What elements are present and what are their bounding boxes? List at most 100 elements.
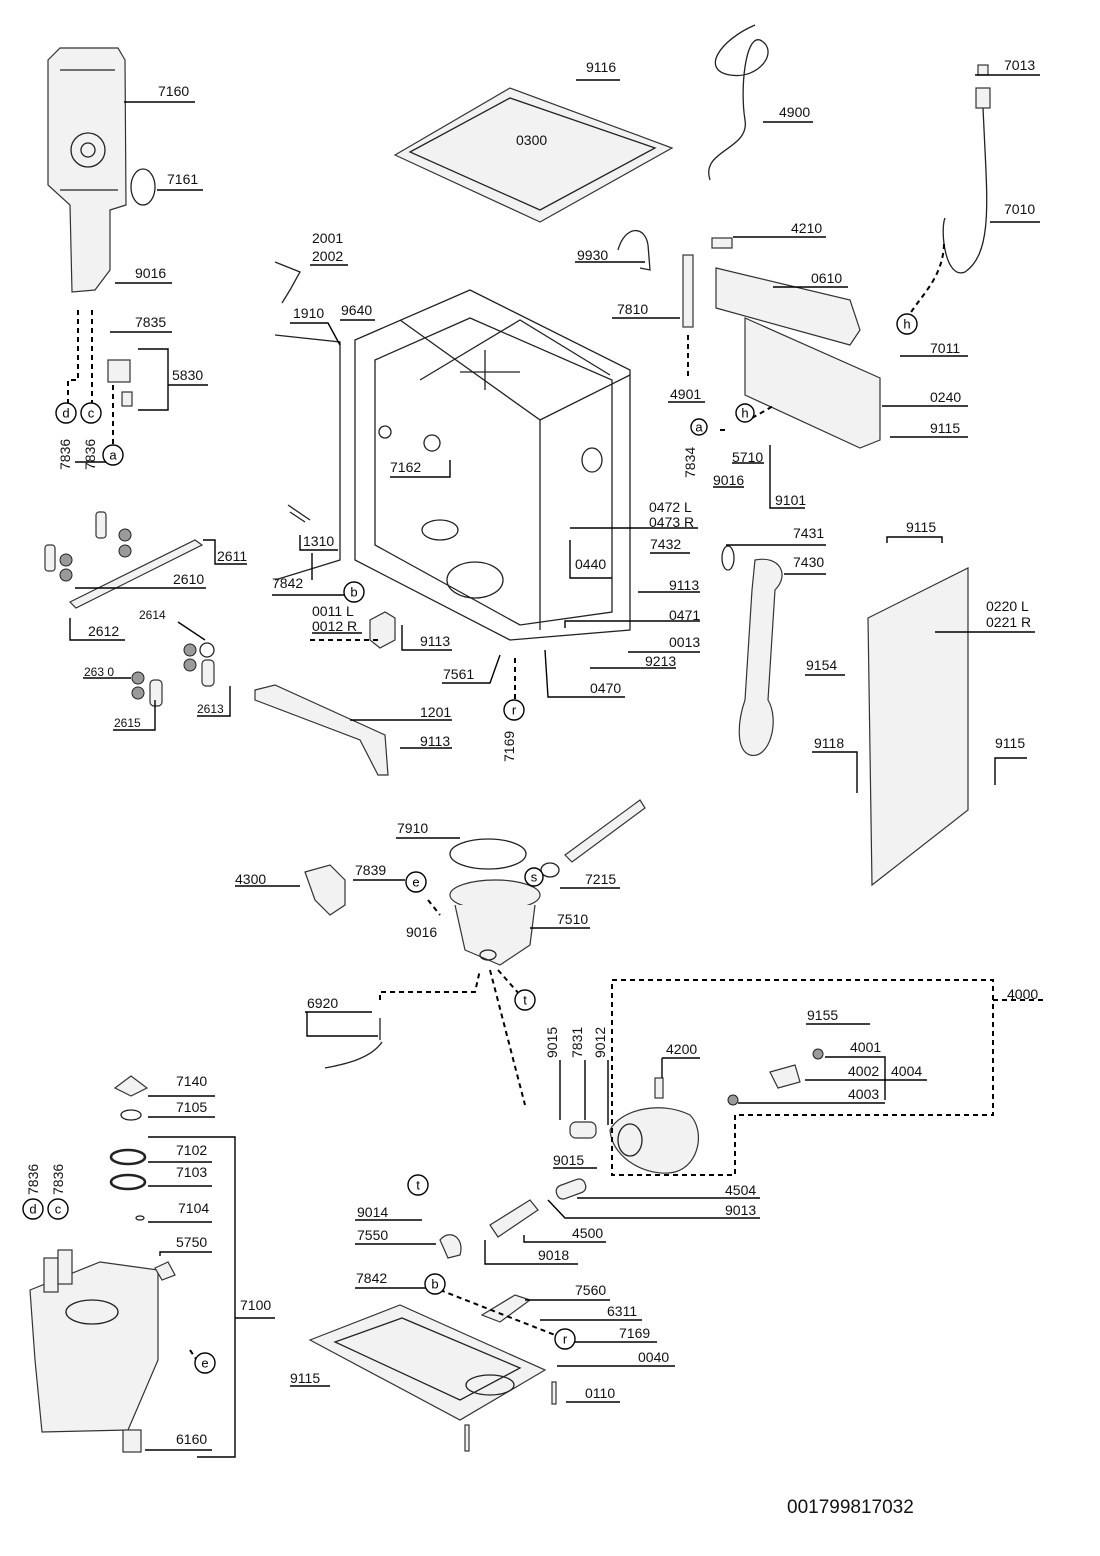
- part-2614-drawing: [183, 642, 215, 687]
- label-9155: 9155: [807, 1007, 838, 1023]
- part-2001-drawing: [274, 261, 301, 304]
- label-9115-side-top: 9115: [906, 519, 936, 535]
- dashed-connectors: [67, 239, 1045, 1366]
- part-4003-drawing: [727, 1094, 739, 1106]
- label-9016: 9016: [135, 265, 166, 281]
- label-7162: 7162: [390, 459, 421, 475]
- label-1910: 1910: [293, 305, 324, 321]
- label-2630: 263 0: [84, 665, 114, 679]
- connector-e-sump: e: [405, 871, 427, 893]
- svg-text:r: r: [563, 1332, 568, 1347]
- label-0012: 0012 R: [312, 618, 357, 634]
- label-9013: 9013: [725, 1202, 756, 1218]
- label-5750: 5750: [176, 1234, 207, 1250]
- label-7836-d-bottom: 7836: [25, 1164, 41, 1195]
- part-5750-drawing: [154, 1261, 176, 1281]
- label-0240: 0240: [930, 389, 961, 405]
- part-7550-drawing: [439, 1234, 462, 1259]
- label-7836-c-top: 7836: [82, 439, 98, 470]
- document-code: 001799817032: [787, 1497, 914, 1518]
- label-7836-c-bottom: 7836: [50, 1164, 66, 1195]
- part-7431-drawing: [721, 545, 735, 571]
- part-9930-drawing: [617, 229, 651, 271]
- label-9113-tub: 9113: [420, 633, 450, 649]
- label-7103: 7103: [176, 1164, 207, 1180]
- label-6160: 6160: [176, 1431, 207, 1447]
- label-9018: 9018: [538, 1247, 569, 1263]
- svg-text:c: c: [55, 1202, 62, 1217]
- svg-text:e: e: [201, 1356, 208, 1371]
- part-7910-drawing: [449, 838, 527, 870]
- label-9115-side-right: 9115: [995, 735, 1025, 751]
- label-4200: 4200: [666, 1041, 697, 1057]
- part-7010-drawing: [942, 64, 991, 274]
- label-7100: 7100: [240, 1297, 271, 1313]
- part-7430-drawing: [738, 558, 783, 756]
- label-9014: 9014: [357, 1204, 388, 1220]
- label-4210: 4210: [791, 220, 822, 236]
- label-7430: 7430: [793, 554, 824, 570]
- connector-a-panel: a: [690, 418, 708, 436]
- label-5710: 5710: [732, 449, 763, 465]
- connector-s-sump: s: [524, 867, 544, 887]
- part-4900-drawing: [708, 24, 769, 181]
- label-7810: 7810: [617, 301, 648, 317]
- label-7105: 7105: [176, 1099, 207, 1115]
- label-9154: 9154: [806, 657, 837, 673]
- label-2611: 2611: [217, 548, 247, 564]
- part-4001-drawing: [769, 1064, 801, 1089]
- label-4002: 4002: [848, 1063, 879, 1079]
- label-7839: 7839: [355, 862, 386, 878]
- connector-h-right: h: [896, 313, 918, 335]
- part-7215-drawing: [564, 799, 646, 863]
- svg-text:b: b: [350, 585, 357, 600]
- svg-text:t: t: [523, 993, 527, 1008]
- label-4900: 4900: [779, 104, 810, 120]
- label-0011: 0011 L: [312, 603, 354, 619]
- connector-c-top: c: [80, 402, 102, 424]
- label-7169-base: 7169: [619, 1325, 650, 1341]
- label-7013: 7013: [1004, 57, 1035, 73]
- label-0110: 0110: [585, 1385, 615, 1401]
- svg-text:s: s: [531, 870, 538, 885]
- part-0240-drawing: [744, 317, 881, 449]
- label-0471: 0471: [669, 607, 700, 623]
- label-4901: 4901: [670, 386, 701, 402]
- label-1310: 1310: [303, 533, 334, 549]
- label-7140: 7140: [176, 1073, 207, 1089]
- label-9116: 9116: [586, 59, 616, 75]
- part-0110-foot: [464, 1424, 470, 1452]
- part-7510-drawing: [449, 879, 541, 966]
- label-7834: 7834: [682, 447, 698, 478]
- label-0040: 0040: [638, 1349, 669, 1365]
- part-4504-drawing: [555, 1178, 587, 1200]
- svg-text:h: h: [903, 317, 910, 332]
- label-7836-d-top: 7836: [57, 439, 73, 470]
- label-0221: 0221 R: [986, 614, 1031, 630]
- svg-text:d: d: [29, 1202, 36, 1217]
- label-9213: 9213: [645, 653, 676, 669]
- label-6920: 6920: [307, 995, 338, 1011]
- label-7102: 7102: [176, 1142, 207, 1158]
- part-7831-drawing: [569, 1121, 597, 1139]
- svg-text:a: a: [109, 448, 117, 463]
- svg-text:b: b: [431, 1277, 438, 1292]
- label-7910: 7910: [397, 820, 428, 836]
- part-7104-drawing: [135, 1215, 145, 1221]
- label-9113-kick: 9113: [420, 733, 450, 749]
- part-0110-drawing: [551, 1381, 557, 1405]
- connector-r-tub: r: [503, 699, 525, 721]
- connector-circles: d c a h a h b r e s t t d c e b r: [22, 313, 918, 1374]
- svg-text:h: h: [741, 406, 748, 421]
- part-2611-drawing: [44, 511, 132, 582]
- label-9101: 9101: [775, 492, 806, 508]
- label-9015-bottom: 9015: [553, 1152, 584, 1168]
- label-7431: 7431: [793, 525, 824, 541]
- svg-text:e: e: [412, 875, 419, 890]
- part-7215-clamp: [540, 862, 560, 878]
- part-1201-drawing: [254, 684, 389, 776]
- part-2610-drawing: [68, 539, 204, 609]
- connector-d-bottom: d: [22, 1198, 44, 1220]
- label-7160: 7160: [158, 83, 189, 99]
- label-7169-tub: 7169: [501, 731, 517, 762]
